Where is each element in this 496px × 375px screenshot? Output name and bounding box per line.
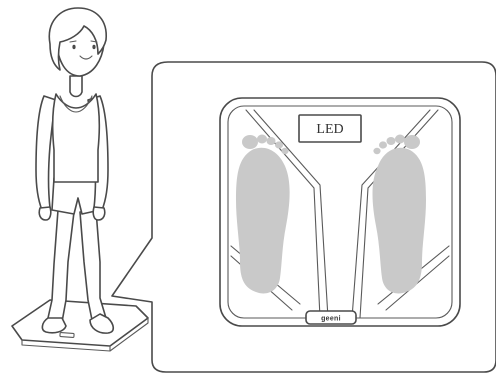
brand-logo: geeni xyxy=(306,311,356,324)
woman-standing-on-scale-icon xyxy=(36,8,113,333)
led-label: LED xyxy=(316,122,343,137)
scale-top-view: LED geeni xyxy=(220,98,460,326)
brand-text: geeni xyxy=(321,316,341,323)
led-display: LED xyxy=(299,115,361,142)
bathroom-scale-icon xyxy=(12,300,148,351)
